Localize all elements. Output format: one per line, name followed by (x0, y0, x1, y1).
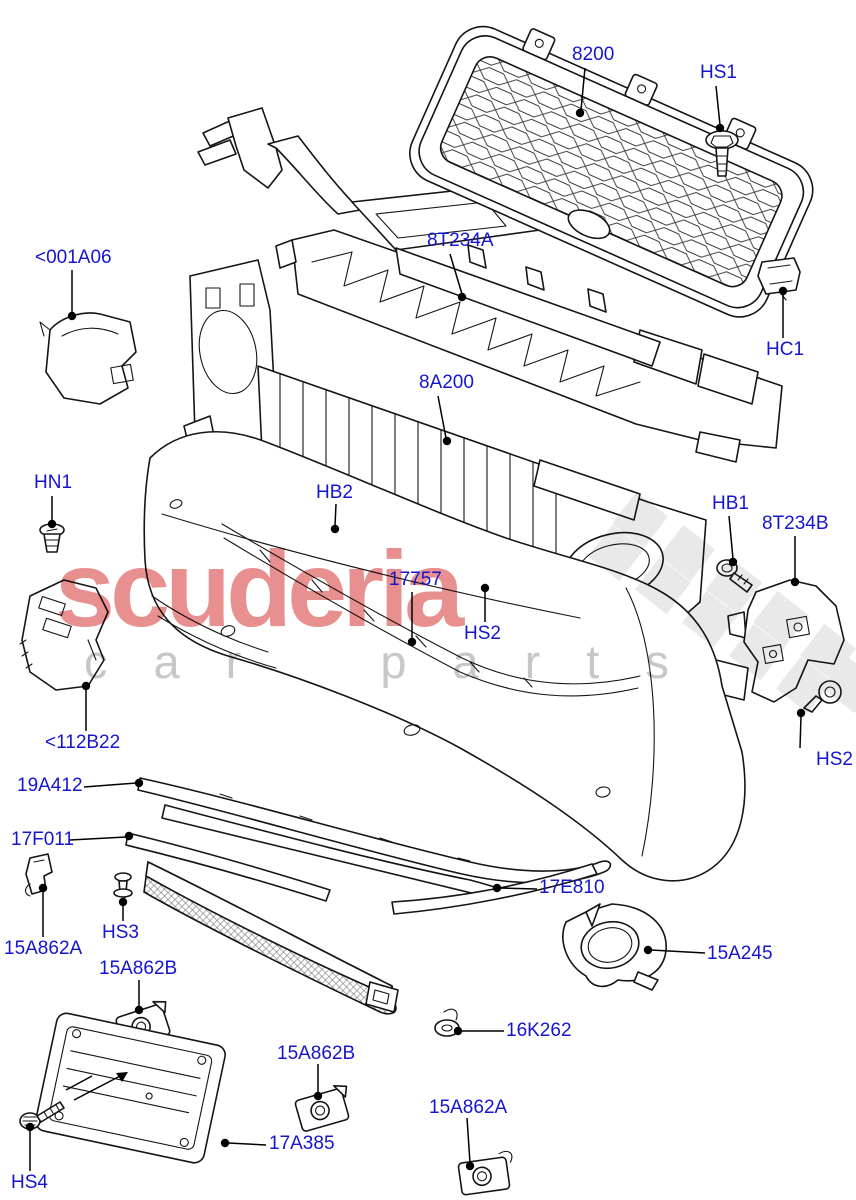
leader-17757 (407, 592, 417, 647)
strip-17e810-drawing (161, 804, 498, 899)
leader-15a245 (643, 945, 706, 955)
part-label-hs3: HS3 (102, 922, 139, 943)
leader-8a200 (437, 395, 452, 446)
clip-hn1-drawing (39, 523, 65, 553)
leader-001a06 (67, 270, 77, 321)
part-label-19a412: 19A412 (17, 775, 83, 796)
leader-8t234a (449, 253, 467, 302)
leader-8t234b (790, 536, 800, 587)
bracket-112b22-drawing (19, 579, 109, 691)
leader-19a412 (83, 778, 144, 788)
part-label-8a200: 8A200 (419, 372, 474, 393)
part-label-17e810: 17E810 (539, 877, 605, 898)
part-label-hs2-right: HS2 (816, 749, 853, 770)
grille-8200-drawing (409, 25, 814, 318)
leader-8200 (575, 67, 586, 118)
part-label-001a06: <001A06 (35, 247, 112, 268)
strip-17f011-drawing (125, 832, 399, 1015)
bracket-15a862a-left-drawing (24, 853, 53, 897)
part-label-8t234b: 8T234B (762, 513, 829, 534)
part-label-hs4: HS4 (11, 1172, 48, 1193)
part-label-8t234a: 8T234A (427, 230, 494, 251)
leader-112b22 (81, 681, 91, 731)
part-label-hs1: HS1 (700, 62, 737, 83)
leader-hs2-center (480, 583, 490, 622)
plate-bracket-17a385-drawing (34, 1012, 226, 1164)
part-label-hn1: HN1 (34, 472, 73, 493)
leader-15a862a-left (38, 883, 48, 937)
part-label-15a862a-bottom: 15A862A (429, 1097, 508, 1118)
part-label-17a385: 17A385 (269, 1133, 335, 1154)
part-label-hc1: HC1 (766, 339, 805, 360)
bumper-cover-17757-drawing (143, 415, 746, 882)
bracket-001a06-drawing (39, 312, 137, 405)
leader-17a385 (220, 1138, 267, 1148)
part-label-8200: 8200 (572, 44, 615, 65)
part-label-112b22: <112B22 (45, 732, 121, 753)
part-label-17f011: 17F011 (11, 829, 75, 850)
clip-16k262-drawing (434, 1008, 460, 1037)
part-label-hb1: HB1 (712, 493, 749, 514)
leader-hn1 (47, 496, 57, 529)
part-label-hs2-center: HS2 (464, 623, 501, 644)
part-label-17757: 17757 (389, 569, 442, 590)
part-label-15a862a-left: 15A862A (4, 938, 83, 959)
leader-hb2 (330, 503, 340, 534)
leader-15a862b-lower (313, 1064, 323, 1101)
leader-hs3 (118, 897, 128, 921)
leader-hs4 (25, 1122, 35, 1171)
leader-hs1 (715, 85, 725, 133)
leader-15a862a-bottom (465, 1117, 475, 1171)
leader-15a862b-upper (134, 980, 144, 1015)
leader-17e810 (492, 883, 538, 893)
mount-15a862b-lower-drawing (294, 1085, 350, 1132)
part-label-hb2: HB2 (316, 482, 353, 503)
part-label-15a245: 15A245 (707, 943, 773, 964)
fog-bezel-15a245-drawing (562, 903, 667, 991)
leader-17f011 (69, 831, 134, 841)
part-label-16k262: 16K262 (506, 1020, 572, 1041)
pin-hs3-drawing (113, 872, 133, 904)
part-label-15a862b-lower: 15A862B (277, 1043, 356, 1064)
leader-hc1 (778, 286, 788, 338)
leader-16k262 (453, 1026, 504, 1036)
part-label-15a862b-upper: 15A862B (99, 958, 178, 979)
clip-hc1-drawing (757, 257, 801, 301)
